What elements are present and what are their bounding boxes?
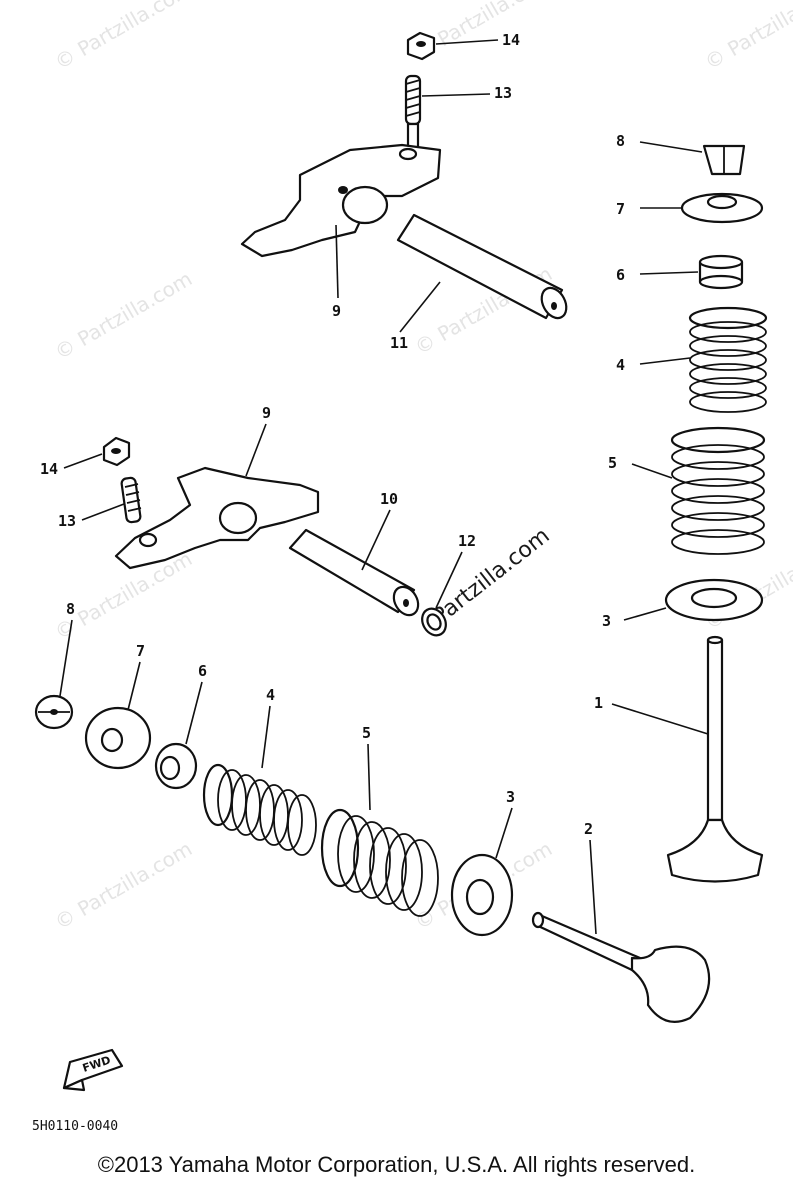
callout-13-lower: 13 <box>58 512 76 530</box>
callout-11: 11 <box>390 334 408 352</box>
valve-spring-inner-4-lower <box>202 763 317 856</box>
intake-valve-2 <box>531 911 711 1023</box>
callout-3-right: 3 <box>602 612 611 630</box>
o-ring-12 <box>421 607 447 637</box>
valve-cotter-8-lower <box>34 694 74 730</box>
rocker-shaft-10 <box>288 528 420 617</box>
callout-14-upper: 14 <box>502 31 520 49</box>
watermark: © Partzilla.com <box>51 0 197 74</box>
adjust-screw-13-lower <box>120 476 142 524</box>
callout-3-lower: 3 <box>506 788 515 806</box>
valve-stem-seal-6-right <box>698 254 744 290</box>
fwd-arrow: FWD <box>62 1048 124 1092</box>
callout-10: 10 <box>380 490 398 508</box>
watermark: © Partzilla.com <box>701 0 793 74</box>
callout-9-upper: 9 <box>332 302 341 320</box>
diagram-code: 5H0110-0040 <box>32 1119 118 1134</box>
valve-spring-inner-4-right <box>688 306 768 413</box>
callout-9-lower: 9 <box>262 404 271 422</box>
valve-spring-outer-5-lower <box>320 808 439 917</box>
callout-7-right: 7 <box>616 200 625 218</box>
adjust-screw-13-upper <box>404 74 422 154</box>
rocker-arm-9-upper <box>240 143 442 258</box>
watermark-feature: Partzilla.com <box>428 523 554 629</box>
rocker-arm-9-lower <box>114 466 320 570</box>
valve-cotter-8-right <box>702 144 746 176</box>
callout-2: 2 <box>584 820 593 838</box>
leader-lines <box>59 39 709 935</box>
callouts: 14 13 9 11 8 7 6 4 5 3 1 9 14 13 10 12 8… <box>40 31 625 838</box>
nut-14-upper <box>406 31 436 61</box>
callout-8-right: 8 <box>616 132 625 150</box>
copyright-notice: ©2013 Yamaha Motor Corporation, U.S.A. A… <box>97 1152 696 1177</box>
valve-stem-seal-6-lower <box>154 742 198 790</box>
callout-6-lower: 6 <box>198 662 207 680</box>
callout-1: 1 <box>594 694 603 712</box>
nut-14-lower <box>102 436 131 467</box>
rocker-shaft-11 <box>396 213 568 320</box>
callout-5-lower: 5 <box>362 724 371 742</box>
callout-14-lower: 14 <box>40 460 58 478</box>
callout-6-right: 6 <box>616 266 625 284</box>
callout-12: 12 <box>458 532 476 550</box>
spring-seat-3-lower <box>450 853 514 937</box>
callout-7-lower: 7 <box>136 642 145 660</box>
watermark: © Partzilla.com <box>411 0 557 64</box>
watermark: © Partzilla.com <box>51 266 197 364</box>
callout-5-right: 5 <box>608 454 617 472</box>
spring-retainer-7-lower <box>84 706 152 770</box>
spring-retainer-7-right <box>680 192 764 224</box>
callout-8-lower: 8 <box>66 600 75 618</box>
watermark: © Partzilla.com <box>51 836 197 934</box>
spring-seat-3-right <box>664 578 764 622</box>
callout-13-upper: 13 <box>494 84 512 102</box>
callout-4-right: 4 <box>616 356 625 374</box>
valve-spring-outer-5-right <box>670 426 766 555</box>
exhaust-valve-1 <box>666 635 764 883</box>
callout-4-lower: 4 <box>266 686 275 704</box>
